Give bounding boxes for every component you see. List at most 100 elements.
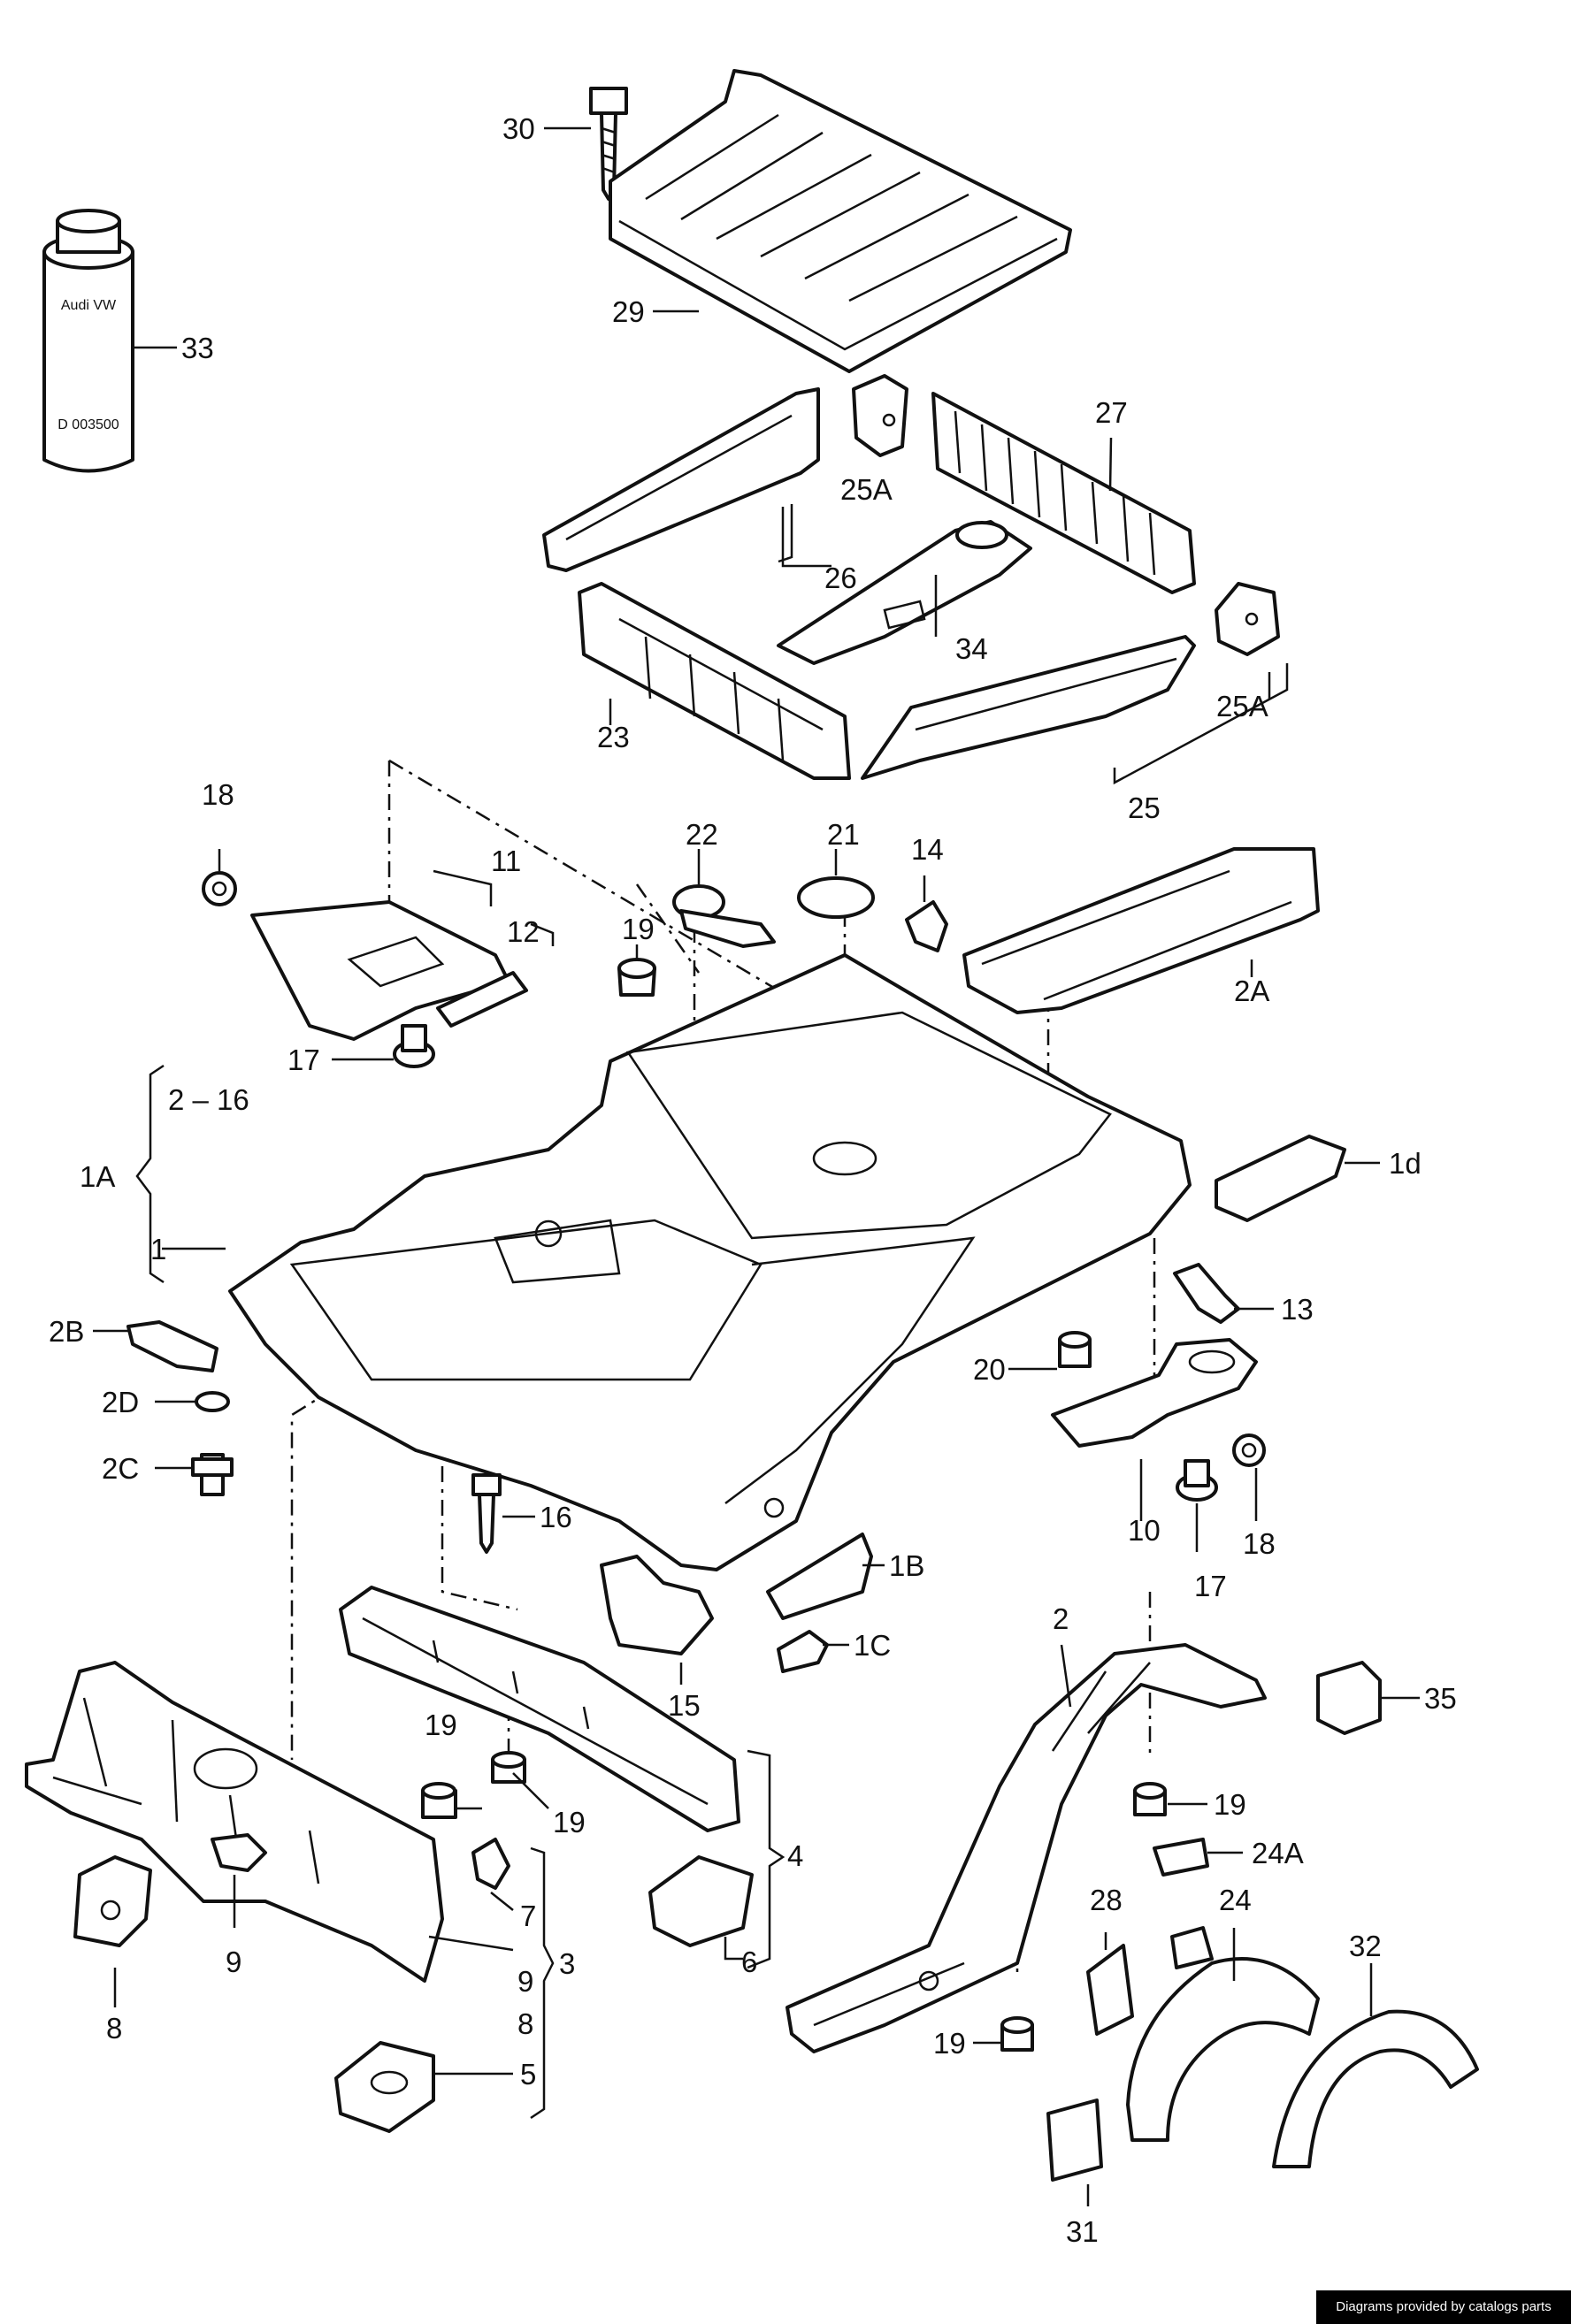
label-1d: 1d xyxy=(1389,1147,1422,1180)
label-22: 22 xyxy=(686,818,718,851)
wheel-house-24 xyxy=(1126,1926,1320,2142)
part-labels: 30 29 33 27 25A 26 34 25A 23 25 18 11 12… xyxy=(49,112,1457,2248)
label-19-b: 19 xyxy=(425,1709,457,1741)
label-28: 28 xyxy=(1090,1884,1123,1916)
clip-14 xyxy=(905,900,948,952)
nut-18-right xyxy=(1232,1433,1266,1467)
label-1: 1 xyxy=(150,1233,166,1265)
label-23: 23 xyxy=(597,721,630,753)
label-13: 13 xyxy=(1281,1293,1314,1326)
nut-18-left xyxy=(202,871,237,906)
label-8-b: 8 xyxy=(517,2007,533,2040)
bolt-2c xyxy=(191,1453,234,1496)
label-19-d: 19 xyxy=(1214,1788,1246,1821)
label-1b: 1B xyxy=(889,1549,924,1582)
label-19-c: 19 xyxy=(553,1806,586,1839)
cross-rail-25 xyxy=(861,635,1196,780)
label-9-a: 9 xyxy=(226,1946,241,1978)
label-32: 32 xyxy=(1349,1930,1382,1962)
bump-stop-35 xyxy=(1316,1661,1382,1735)
label-2-16: 2 – 16 xyxy=(168,1083,249,1116)
sealant-can: Audi VW D 003500 xyxy=(42,209,134,473)
plate-28 xyxy=(1086,1944,1134,2036)
clip-13 xyxy=(1173,1263,1240,1324)
rear-panel-27 xyxy=(931,392,1196,594)
label-2a: 2A xyxy=(1234,975,1269,1007)
mount-5 xyxy=(334,2041,435,2133)
grommet-19-b xyxy=(421,1782,457,1819)
credit-badge: Diagrams provided by catalogs parts xyxy=(1316,2290,1571,2324)
wheel-arch-32 xyxy=(1272,2009,1479,2168)
side-rail-2a xyxy=(962,847,1320,1014)
washer-17-right xyxy=(1176,1459,1218,1502)
label-21: 21 xyxy=(827,818,860,851)
rear-member-2 xyxy=(786,1643,1267,2053)
label-2b: 2B xyxy=(49,1315,84,1348)
can-label-code: D 003500 xyxy=(57,417,119,432)
rail-26 xyxy=(542,387,820,572)
grommet-19-e xyxy=(1000,2016,1034,2052)
plug-21 xyxy=(797,876,875,919)
label-18-right: 18 xyxy=(1243,1527,1276,1560)
label-5: 5 xyxy=(520,2058,536,2091)
label-27: 27 xyxy=(1095,396,1128,429)
label-19-a: 19 xyxy=(622,913,655,945)
mount-6 xyxy=(648,1855,754,1947)
label-33: 33 xyxy=(181,332,214,364)
clip-9 xyxy=(211,1833,267,1872)
label-30: 30 xyxy=(502,112,535,145)
washer-2d xyxy=(195,1391,230,1412)
label-17-right: 17 xyxy=(1194,1570,1227,1602)
label-8-a: 8 xyxy=(106,2012,122,2045)
main-floor-pan-1 xyxy=(228,953,1192,1571)
bracket-8 xyxy=(73,1855,152,1947)
screw-16 xyxy=(471,1473,502,1554)
clip-7 xyxy=(471,1838,510,1890)
label-25: 25 xyxy=(1128,791,1161,824)
floor-panel-29 xyxy=(609,69,1072,373)
bracket-2b xyxy=(126,1320,218,1372)
plate-31 xyxy=(1046,2098,1103,2182)
label-24: 24 xyxy=(1219,1884,1252,1916)
bracket-10-right xyxy=(1051,1338,1258,1448)
spare-mount-34 xyxy=(777,520,1032,665)
bracket-24a xyxy=(1153,1838,1209,1877)
label-18-left: 18 xyxy=(202,778,234,811)
label-35: 35 xyxy=(1424,1682,1457,1715)
label-11: 11 xyxy=(491,845,521,877)
clip-1c xyxy=(777,1630,829,1673)
leader-lines xyxy=(93,126,1420,2206)
label-29: 29 xyxy=(612,295,645,328)
bracket-25a-top xyxy=(852,374,908,457)
plate-1b xyxy=(766,1533,873,1620)
group-braces xyxy=(135,507,1289,2120)
label-25a-top: 25A xyxy=(840,473,893,506)
can-label-brand: Audi VW xyxy=(61,298,117,313)
bracket-1d xyxy=(1215,1135,1346,1222)
long-member-4 xyxy=(339,1586,740,1832)
label-16: 16 xyxy=(540,1501,572,1533)
grommet-22 xyxy=(672,884,776,948)
label-2c: 2C xyxy=(102,1452,139,1485)
label-2d: 2D xyxy=(102,1386,139,1418)
label-4: 4 xyxy=(787,1839,803,1872)
front-member-3 xyxy=(25,1661,444,1983)
grommet-19-c xyxy=(491,1751,526,1784)
nut-20 xyxy=(1058,1331,1092,1368)
washer-17-left xyxy=(393,1024,435,1068)
label-34: 34 xyxy=(955,632,988,665)
label-2: 2 xyxy=(1053,1602,1069,1635)
label-10: 10 xyxy=(1128,1514,1161,1547)
label-15: 15 xyxy=(668,1689,701,1722)
label-14: 14 xyxy=(911,833,944,866)
bolt-30 xyxy=(589,87,628,201)
label-12: 12 xyxy=(507,915,540,948)
label-20: 20 xyxy=(973,1353,1006,1386)
bracket-15 xyxy=(600,1555,714,1655)
bracket-25a-right xyxy=(1215,582,1280,656)
label-17-left: 17 xyxy=(287,1044,320,1076)
label-6: 6 xyxy=(741,1946,757,1978)
label-9-b: 9 xyxy=(517,1965,533,1998)
label-3: 3 xyxy=(559,1947,575,1980)
grommet-19-a xyxy=(617,958,656,997)
